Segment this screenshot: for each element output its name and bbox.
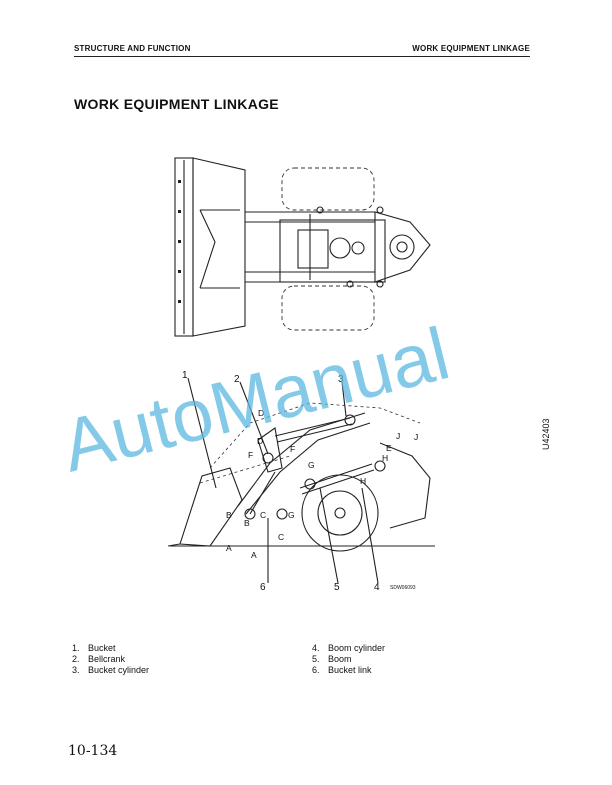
- side-view-drawing: 1 2 3 6 5 4 A A B B C C D D E F F G G H …: [167, 370, 435, 593]
- legend-item: 4. Boom cylinder: [312, 643, 386, 653]
- header-rule: [74, 56, 530, 57]
- legend-item: 1. Bucket: [72, 643, 116, 653]
- drawing-number: SDW06093: [390, 585, 416, 591]
- page-title: WORK EQUIPMENT LINKAGE: [74, 96, 279, 112]
- svg-text:A: A: [251, 550, 257, 560]
- header-chapter-title: WORK EQUIPMENT LINKAGE: [412, 44, 530, 53]
- header-section-title: STRUCTURE AND FUNCTION: [74, 44, 191, 53]
- svg-text:A: A: [226, 543, 232, 553]
- legend-item: 5. Boom: [312, 654, 352, 664]
- legend-item: 6. Bucket link: [312, 665, 372, 675]
- legend-item: 3. Bucket cylinder: [72, 665, 150, 675]
- svg-text:D: D: [257, 436, 263, 446]
- page-number: 10-134: [68, 743, 118, 759]
- svg-text:D: D: [258, 408, 264, 418]
- svg-text:G: G: [308, 460, 315, 470]
- legend-item: 2. Bellcrank: [72, 654, 126, 664]
- svg-text:J: J: [396, 431, 400, 441]
- callout-1: 1: [182, 370, 188, 381]
- svg-text:H: H: [360, 476, 366, 486]
- callout-2: 2: [234, 374, 240, 385]
- svg-text:H: H: [382, 453, 388, 463]
- callout-6: 6: [260, 582, 266, 593]
- svg-text:J: J: [414, 432, 418, 442]
- svg-text:F: F: [290, 444, 295, 454]
- svg-text:E: E: [386, 443, 392, 453]
- svg-text:B: B: [244, 518, 250, 528]
- svg-text:B: B: [226, 510, 232, 520]
- svg-text:C: C: [278, 532, 284, 542]
- callout-4: 4: [374, 582, 380, 593]
- figure-id: U42403: [541, 418, 551, 450]
- callout-3: 3: [338, 374, 344, 385]
- svg-text:C: C: [260, 510, 266, 520]
- legend-left: 1. Bucket 2. Bellcrank 3. Bucket cylinde…: [72, 643, 149, 676]
- legend-right: 4. Boom cylinder 5. Boom 6. Bucket link: [312, 643, 385, 676]
- svg-text:G: G: [288, 510, 295, 520]
- svg-text:F: F: [248, 450, 253, 460]
- callout-5: 5: [334, 582, 340, 593]
- top-view-drawing: [174, 157, 431, 337]
